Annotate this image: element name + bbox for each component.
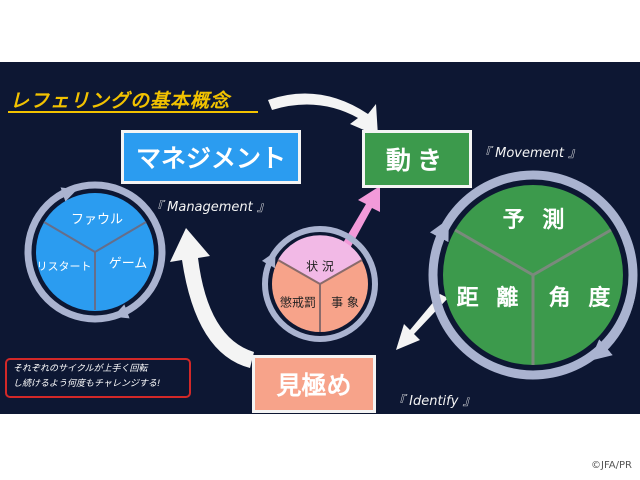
note-line-1: それぞれのサイクルが上手く回転 [13,364,148,374]
management-segment-foul: ファウル [70,212,124,228]
identify-box: 見極め [252,355,376,413]
identify-segment-disciplinary: 懲戒罰 [279,295,317,310]
cycle-arrow-title-to-movement [268,93,378,136]
identify-segment-situation: 状 況 [306,259,334,274]
movement-circle [428,170,638,380]
movement-segment-distance: 距 離 [456,286,524,311]
identify-english-label: 『 Identify 』 [392,394,476,409]
slide-title: レフェリングの基本概念 [10,90,231,112]
movement-english-label: 『 Movement 』 [478,146,582,161]
title-underline [8,111,258,113]
movement-segment-angle: 角 度 [548,286,616,311]
note-line-2: し続けるよう何度もチャレンジする! [13,379,161,389]
movement-segment-prediction: 予 測 [502,208,570,233]
identify-circle [261,226,378,342]
management-circle [24,181,166,323]
management-segment-restart: リスタート [36,260,92,273]
challenge-note: それぞれのサイクルが上手く回転 し続けるよう何度もチャレンジする! [5,358,191,398]
concept-slide: レフェリングの基本概念 マネジメント 動き 見極め 『 Movement 』 『… [0,62,640,414]
credit-text: ©JFA/PR [591,460,632,471]
management-box: マネジメント [121,130,301,184]
management-english-label: 『 Management 』 [150,200,270,215]
diagram-graphics [24,93,638,380]
management-segment-game: ゲーム [108,256,148,272]
cycle-arrow-identify-to-management [170,228,254,368]
identify-segment-event: 事 象 [331,295,359,310]
movement-box: 動き [362,130,472,188]
